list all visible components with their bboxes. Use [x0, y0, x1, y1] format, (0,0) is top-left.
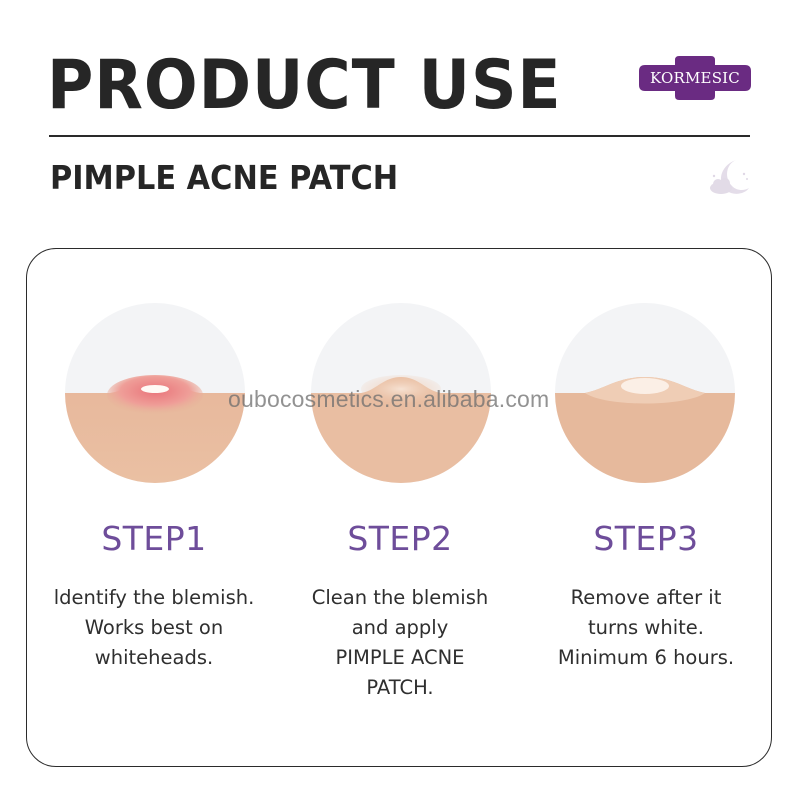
brand-badge-shape	[639, 56, 751, 100]
step-2-line: PATCH.	[366, 676, 434, 699]
red-pimple-icon	[65, 303, 245, 483]
step-2-title: STEP2	[347, 519, 453, 558]
step-1-title: STEP1	[101, 519, 207, 558]
steps-card: STEP1 ldentify the blemish. Works best o…	[26, 248, 772, 767]
step-3-line: Remove after it	[570, 586, 722, 609]
step-1-line: ldentify the blemish.	[53, 586, 255, 609]
step-2-line: and apply	[351, 616, 449, 639]
step-3-description: Remove after it turns white. Minimum 6 h…	[523, 583, 769, 673]
watermark: oubocosmetics.en.alibaba.com	[228, 386, 550, 412]
product-subtitle: PIMPLE ACNE PATCH	[50, 158, 399, 197]
patch-applied-icon	[311, 303, 491, 483]
white-patch-icon	[555, 303, 735, 483]
moon-cloud-icon	[710, 160, 749, 194]
step-3-line: Minimum 6 hours.	[557, 646, 735, 669]
step-2-description: Clean the blemish and apply PIMPLE ACNE …	[277, 583, 523, 703]
brand-logo-text: KORMESIC	[650, 69, 740, 87]
step-3-title: STEP3	[593, 519, 699, 558]
step-3-line: turns white.	[588, 616, 704, 639]
title-divider	[49, 135, 750, 137]
step-1-line: Works best on	[84, 616, 224, 639]
brand-logo: KORMESIC	[639, 56, 751, 100]
step-2-line: PIMPLE ACNE	[335, 646, 465, 669]
step-1-line: whiteheads.	[94, 646, 214, 669]
step-1-description: ldentify the blemish. Works best on whit…	[31, 583, 277, 673]
page-title: PRODUCT USE	[47, 46, 562, 125]
step-2-line: Clean the blemish	[311, 586, 489, 609]
